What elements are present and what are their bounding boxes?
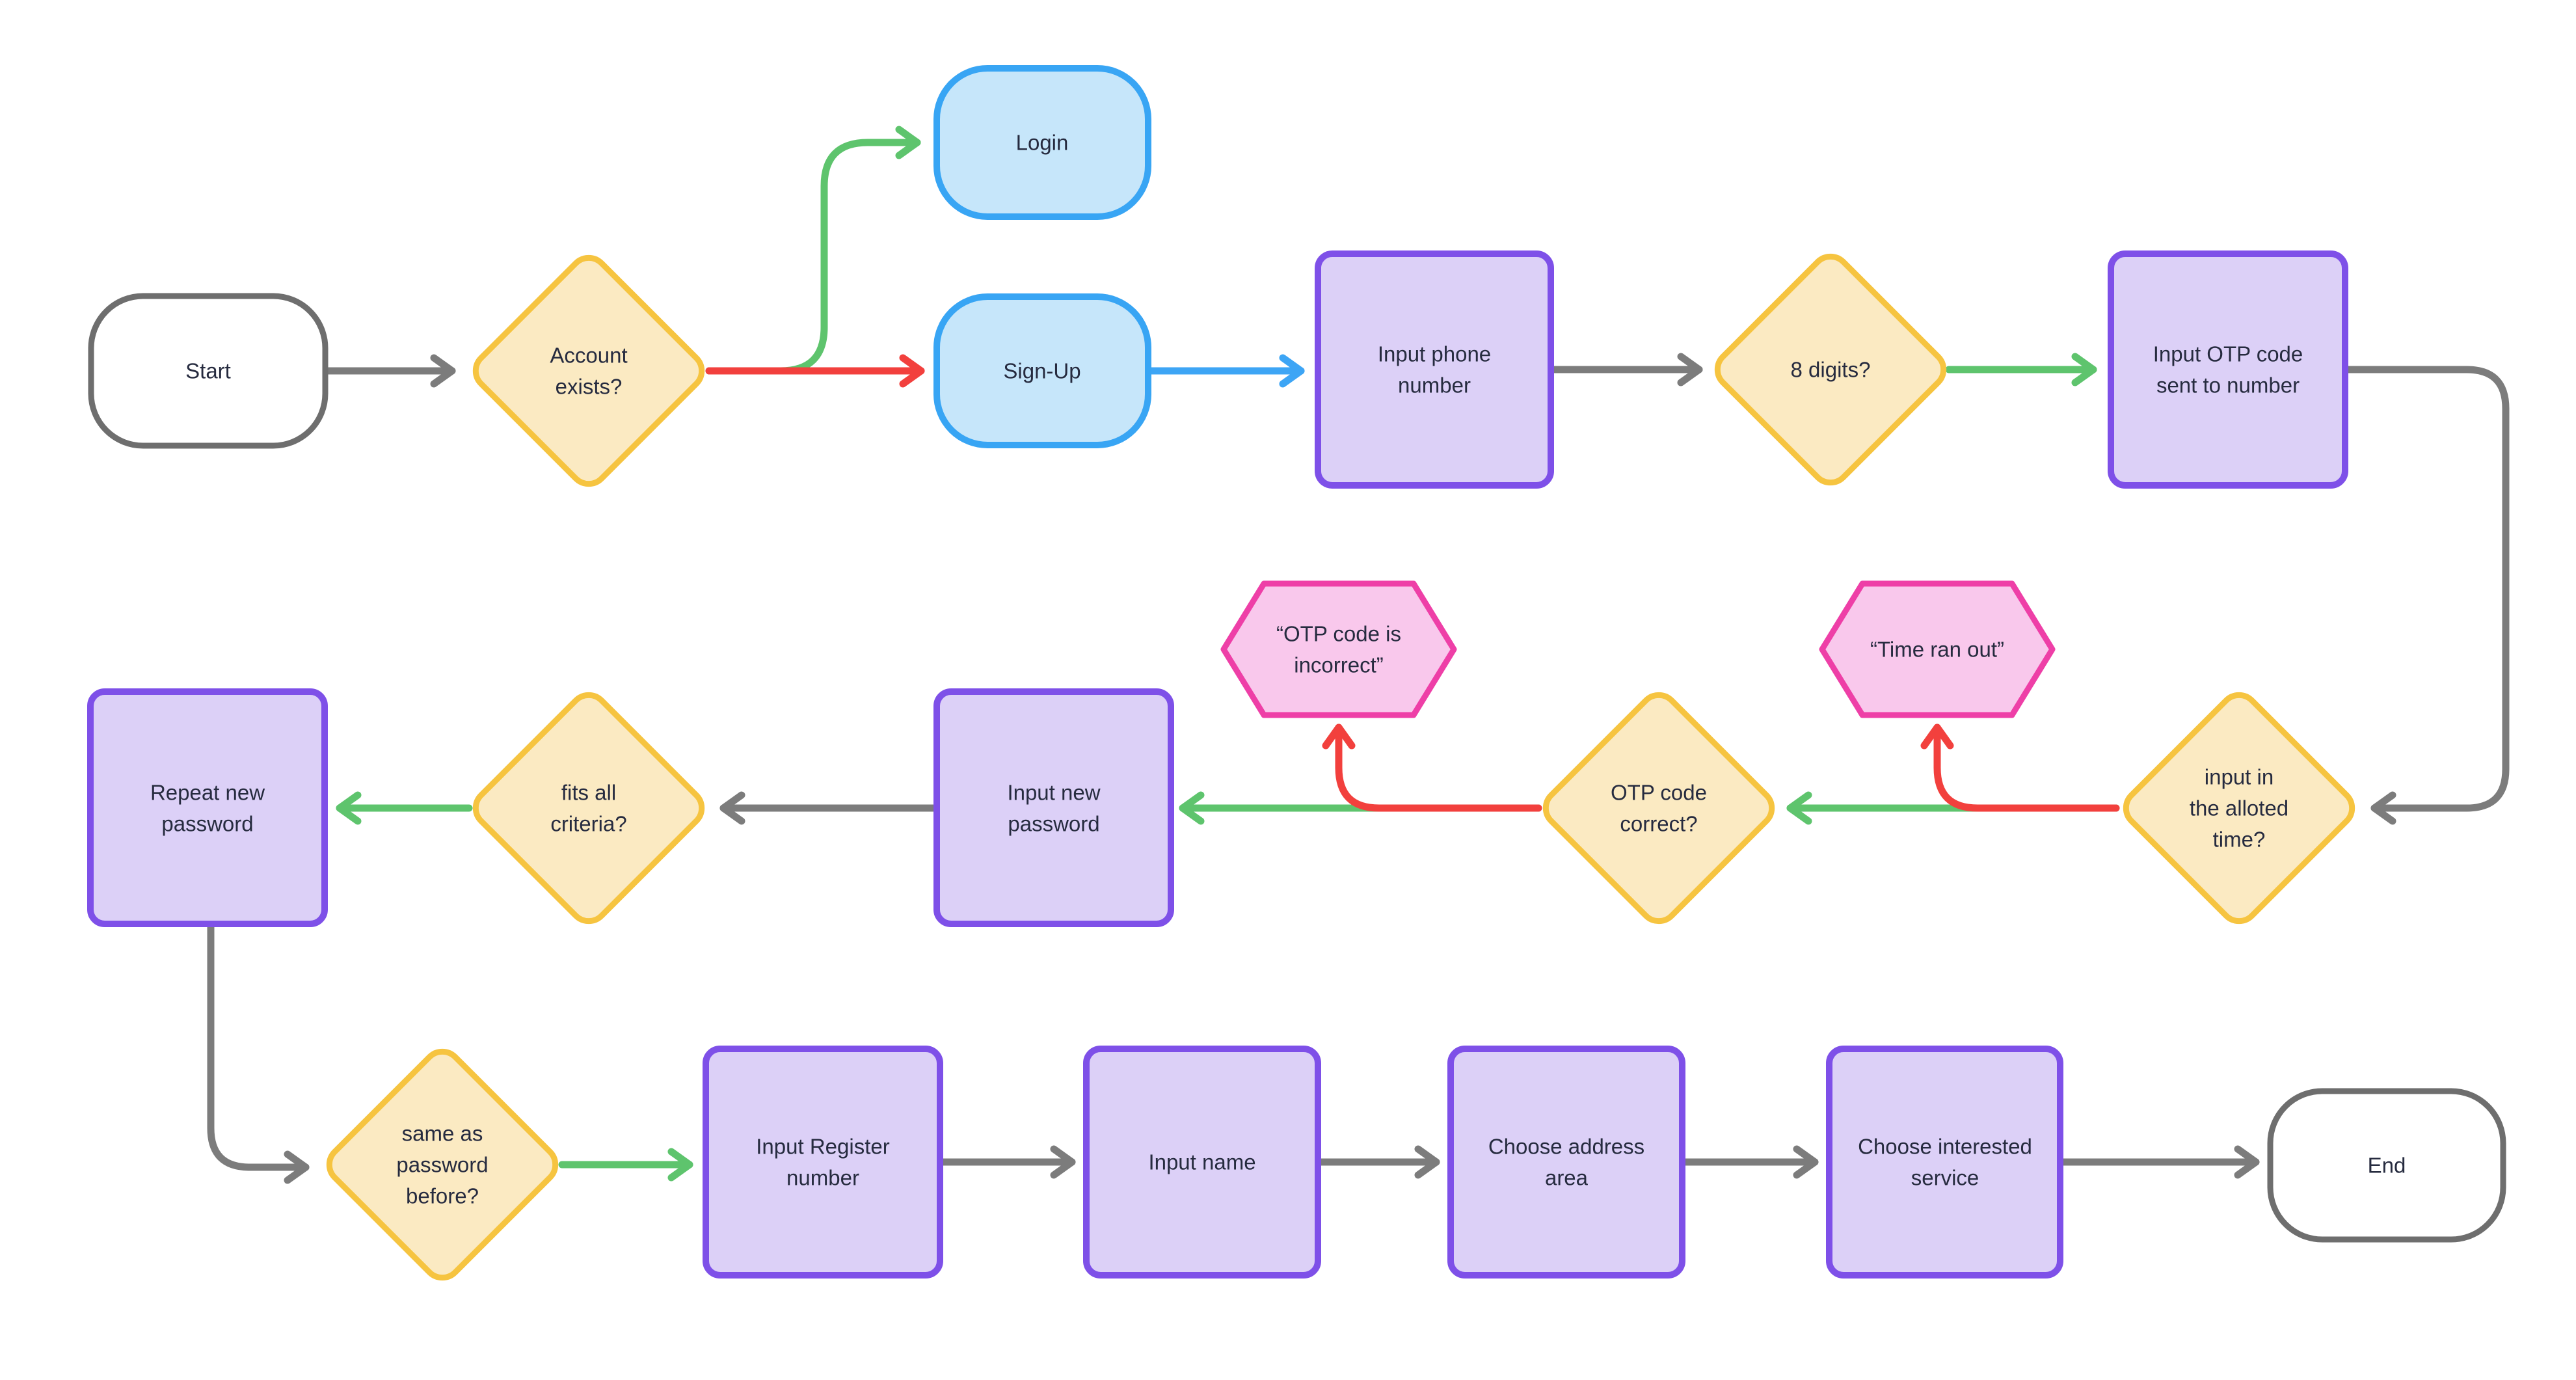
terminator-shape [2267, 1088, 2506, 1243]
process-shape [933, 688, 1174, 927]
node-label: End [2368, 1154, 2406, 1178]
node-start[interactable]: Start [88, 293, 329, 449]
decision-shape [326, 1048, 559, 1281]
process-shape [1315, 250, 1554, 489]
edge-otp-correct-to-otp-incorrect [1322, 724, 1542, 812]
terminator-shape [88, 293, 329, 449]
decision-shape [472, 254, 705, 487]
decision-shape [1714, 253, 1947, 486]
display-shape [1220, 580, 1457, 718]
node-end[interactable]: End [2267, 1088, 2506, 1243]
node-input-name[interactable]: Input name [1083, 1046, 1321, 1279]
edge-repeat-password-to-same-password [207, 921, 310, 1184]
display-shape [1819, 580, 2056, 718]
process-shape [703, 1046, 943, 1279]
terminator-shape [933, 293, 1151, 448]
node-signup[interactable]: Sign-Up [933, 293, 1151, 448]
edge-alloted-time-to-time-ran-out [1920, 724, 2120, 812]
process-shape [87, 688, 328, 927]
process-shape [2108, 250, 2348, 489]
edge-account-exists-to-login [705, 126, 921, 375]
node-label: Start [185, 359, 231, 383]
decision-shape [472, 692, 705, 925]
node-label: 8 digits? [1791, 358, 1871, 382]
node-time-ran-out[interactable]: “Time ran out” [1819, 580, 2056, 718]
process-shape [1083, 1046, 1321, 1279]
decision-shape [1542, 692, 1775, 925]
edges [207, 126, 2510, 1184]
node-label: Login [1016, 131, 1069, 155]
edge-input-otp-to-alloted-time [2342, 366, 2510, 825]
node-eight-digits[interactable]: 8 digits? [1710, 249, 1952, 491]
decision-shape [2123, 692, 2355, 925]
node-label: “Time ran out” [1870, 638, 2004, 662]
process-shape [1826, 1046, 2063, 1279]
node-label: Input name [1148, 1150, 1255, 1174]
process-shape [1447, 1046, 1685, 1279]
terminator-shape [933, 65, 1151, 220]
node-login[interactable]: Login [933, 65, 1151, 220]
node-label: Sign-Up [1003, 359, 1080, 383]
